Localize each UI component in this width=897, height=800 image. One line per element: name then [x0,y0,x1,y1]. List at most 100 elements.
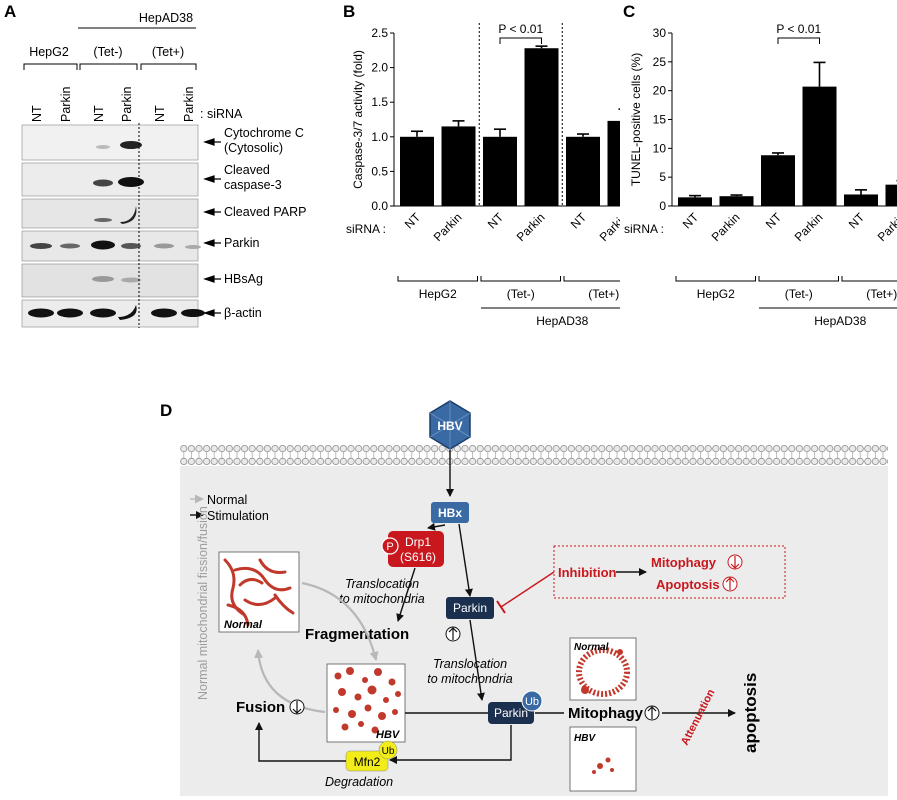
blot-cellline-hepg2: HepG2 [29,45,69,59]
mitophagy-image-label: HBV [574,733,596,744]
translocation-text: Translocation [345,577,419,591]
significance-label: P < 0.01 [498,22,543,36]
bar [761,155,795,206]
bar [524,48,559,206]
to-mito-text: to mitochondria [339,592,425,606]
y-tick-label: 10 [653,141,667,155]
group-label: (Tet+) [866,287,897,301]
phospho-badge: P [386,541,393,553]
sirna-label: siRNA : [346,222,386,236]
bar [566,136,600,206]
inhibition-label: Inhibition [558,565,617,580]
y-tick-label: 0.0 [371,199,388,213]
inhibition-apoptosis: Apoptosis [656,577,720,592]
ub-badge: Ub [382,746,395,757]
mfn2-label: Mfn2 [354,755,381,769]
y-tick-label: 25 [653,55,667,69]
bar [400,136,434,206]
supergroup-label: HepAD38 [536,314,588,328]
drp1-site: (S616) [400,550,436,564]
parkin-ub-label: Parkin [494,706,528,720]
y-tick-label: 2.0 [371,61,388,75]
hbv-label: HBV [437,419,462,433]
group-bracket [563,276,620,282]
inhibition-box: Inhibition Mitophagy Apoptosis [553,545,786,599]
y-tick-label: 5 [659,170,666,184]
hbx-label: HBx [438,506,462,520]
apoptosis-label: apoptosis [741,673,760,753]
y-tick-label: 15 [653,113,667,127]
significance-bracket [777,37,820,44]
x-tick-label: Parkin [431,210,465,244]
x-tick-label: Parkin [875,210,897,244]
x-tick-label: Parkin [597,210,620,244]
mito-image-hbv: HBV [326,663,406,743]
x-tick-label: Parkin [709,210,743,244]
group-bracket [758,276,839,282]
band-label: HBsAg [224,272,263,286]
y-axis-label: TUNEL-positive cells (%) [629,53,643,186]
significance-bracket [499,37,542,44]
y-tick-label: 0 [659,199,666,213]
bar [802,86,837,206]
group-bracket [397,276,478,282]
mitophagy-image-label: Normal [574,642,609,653]
ub-badge: Ub [525,696,539,708]
mitophagy-image-hbv: HBV [569,726,637,792]
hbv-virion: HBV [429,400,471,450]
blot-sirna-label: : siRNA [200,107,243,121]
band-label: Parkin [224,236,259,250]
bar [719,196,754,206]
drp1-node: Drp1 (S616) P [381,531,444,567]
x-tick-label: NT [680,210,702,232]
legend-stimulation: Stimulation [207,509,269,523]
drp1-label: Drp1 [405,535,431,549]
group-label: (Tet-) [785,287,813,301]
x-tick-label: NT [485,210,507,232]
x-tick-label: NT [402,210,424,232]
blot-strips [21,123,205,328]
mito-image-normal: Normal [218,551,300,633]
band-label: (Cytosolic) [224,141,283,155]
panel-a: A HepAD38 HepG2 (Tet-) (Tet+) NT Parkin … [4,2,306,328]
y-tick-label: 0.5 [371,164,388,178]
lane-label: NT [92,105,106,122]
band-label: Cytochrome C [224,126,304,140]
band-label: Cleaved PARP [224,205,306,219]
lane-label: Parkin [59,87,73,122]
panel-d-diagram: D HBV HBx Normal Stimulation Normal mito… [160,400,888,796]
x-tick-label: Parkin [514,210,548,244]
group-bracket [841,276,897,282]
supergroup-label: HepAD38 [814,314,866,328]
x-tick-label: NT [568,210,590,232]
group-label: HepG2 [419,287,457,301]
mito-image-label: Normal [224,619,263,631]
group-bracket [480,276,561,282]
y-tick-label: 1.0 [371,130,388,144]
bar [607,120,620,206]
bar [483,136,517,206]
bar [678,197,712,206]
significance-label: P < 0.01 [776,22,821,36]
lane-label: Parkin [182,87,196,122]
blot-tet-minus: (Tet-) [93,45,122,59]
y-axis-label: Caspase-3/7 activity (fold) [351,50,365,189]
panel-d-label: D [160,401,172,420]
fragmentation-label: Fragmentation [305,626,409,643]
bar [885,184,897,206]
group-bracket [675,276,756,282]
group-label: HepG2 [697,287,735,301]
mito-image-label: HBV [376,729,401,741]
cell-membrane [180,445,888,465]
lane-label: NT [30,105,44,122]
hbx-node [431,502,469,523]
bar [844,194,878,206]
lane-label: Parkin [120,87,134,122]
mitophagy-image-normal: Normal [569,637,637,701]
group-label: (Tet-) [507,287,535,301]
band-label: β-actin [224,306,262,320]
group-label: (Tet+) [588,287,619,301]
x-tick-label: Parkin [792,210,826,244]
